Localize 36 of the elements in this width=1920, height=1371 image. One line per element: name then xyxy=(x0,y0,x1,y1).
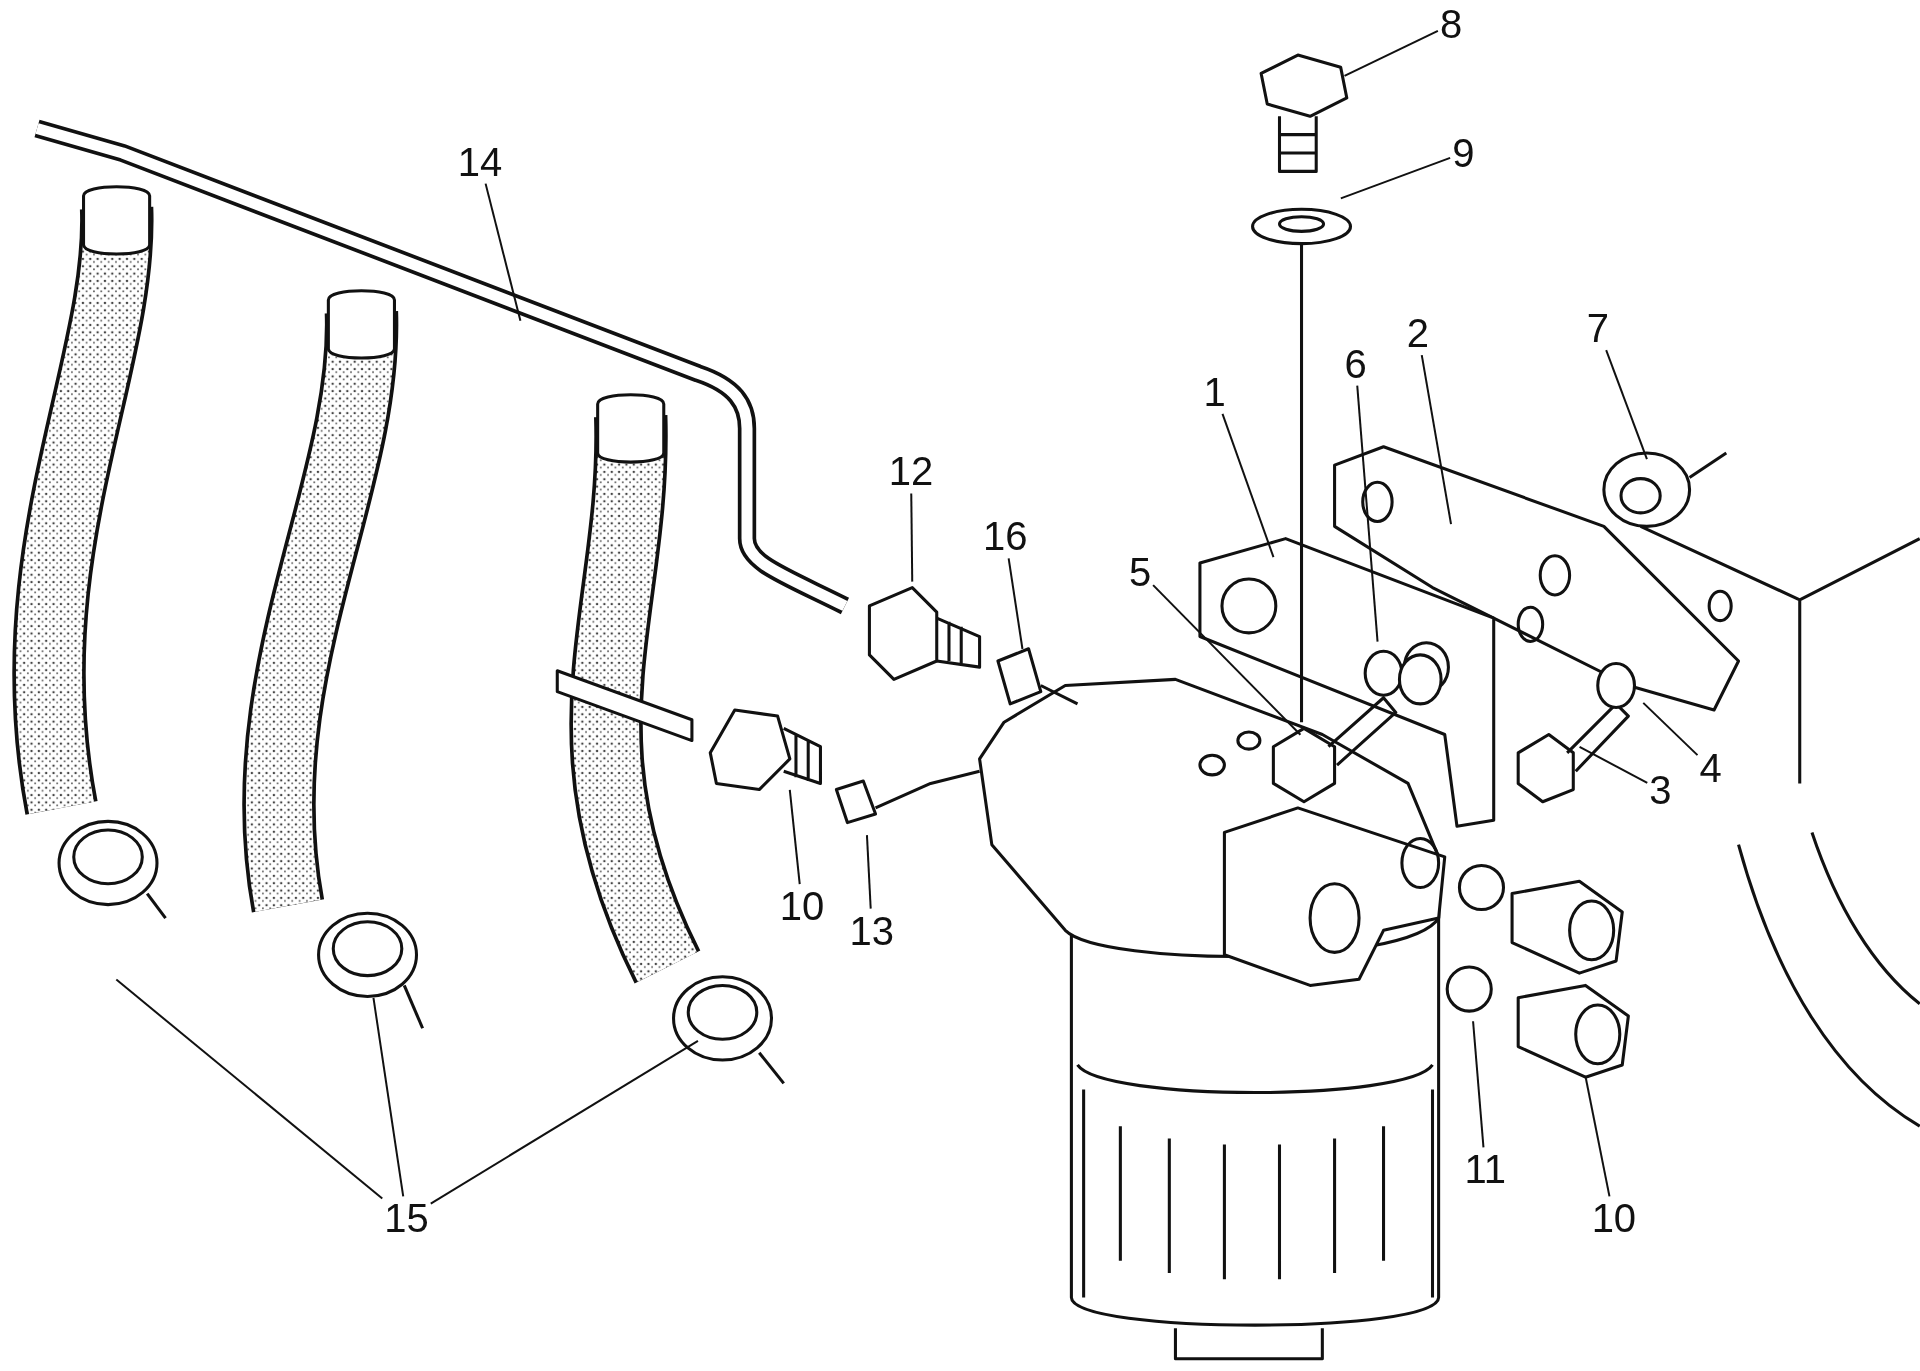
callout-number: 7 xyxy=(1584,306,1612,351)
callout-number: 14 xyxy=(455,139,505,184)
leader-line xyxy=(788,788,801,886)
leader-line xyxy=(910,492,914,583)
leader-line xyxy=(1339,156,1452,200)
leader-line xyxy=(1007,557,1024,650)
callout-number: 2 xyxy=(1404,311,1432,356)
callout-number: 11 xyxy=(1462,1147,1509,1192)
leader-line xyxy=(1472,1020,1485,1149)
leader-line xyxy=(484,182,522,322)
leader-line xyxy=(1221,412,1275,559)
leader-line xyxy=(372,996,405,1198)
callout-number: 16 xyxy=(981,514,1030,559)
leader-line xyxy=(1584,1076,1611,1198)
callout-number: 8 xyxy=(1437,2,1465,47)
leader-line xyxy=(1605,349,1648,461)
leader-line xyxy=(1152,584,1302,736)
callout-number: 6 xyxy=(1342,341,1369,386)
leader-line xyxy=(1343,29,1439,77)
callout-number: 15 xyxy=(382,1196,431,1241)
leader-line xyxy=(1356,384,1379,643)
callout-number: 13 xyxy=(847,908,897,953)
callout-number: 10 xyxy=(1589,1196,1639,1241)
leader-line xyxy=(429,1039,699,1205)
callout-number: 3 xyxy=(1647,767,1674,812)
leader-line xyxy=(1578,745,1649,784)
callout-number: 1 xyxy=(1201,369,1228,414)
leader-line xyxy=(115,978,384,1200)
callout-number: 9 xyxy=(1450,131,1477,176)
leader-line xyxy=(865,834,872,910)
callout-number: 4 xyxy=(1697,745,1724,790)
callout-number: 5 xyxy=(1126,549,1154,594)
callout-number: 12 xyxy=(886,449,936,494)
leader-line xyxy=(1420,354,1452,526)
callout-number: 10 xyxy=(777,884,827,929)
leader-line xyxy=(1642,701,1699,757)
